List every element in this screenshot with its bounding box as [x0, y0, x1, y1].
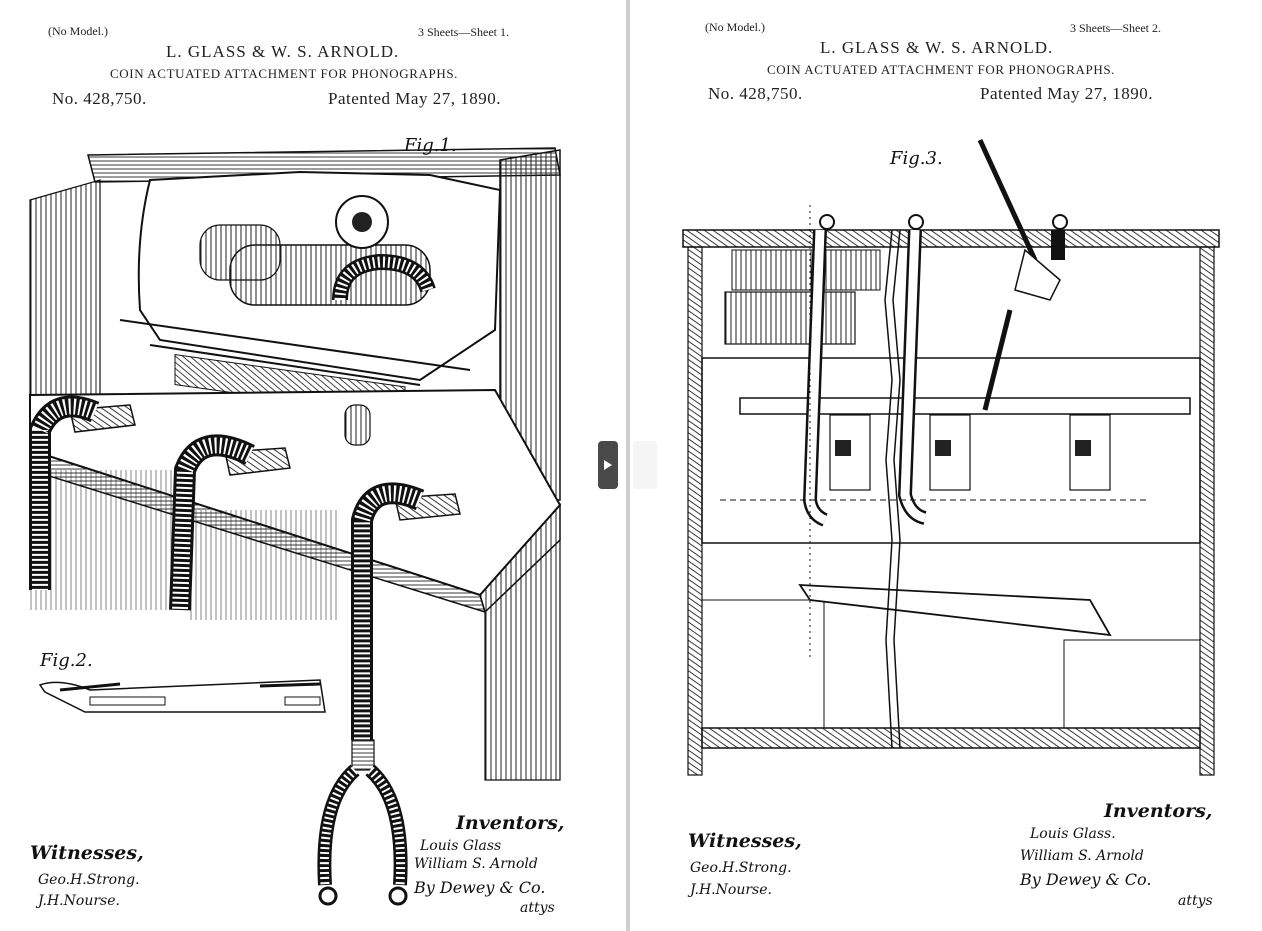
inventors-heading: Inventors,	[456, 812, 565, 834]
patent-date: Patented May 27, 1890.	[328, 89, 501, 108]
witness-signature-2: J.H.Nourse.	[690, 882, 772, 898]
inventor-signature-1: Louis Glass	[420, 838, 502, 854]
inventors-heading: Inventors,	[1104, 800, 1213, 822]
patent-title: COIN ACTUATED ATTACHMENT FOR PHONOGRAPHS…	[110, 66, 458, 81]
patent-date: Patented May 27, 1890.	[980, 84, 1153, 103]
inventor-signature-2: William S. Arnold	[414, 856, 538, 872]
fig1-drawing	[29, 147, 562, 906]
fig1-label: Fig.1.	[404, 135, 457, 156]
sheet-number-label: 3 Sheets—Sheet 1.	[418, 25, 509, 39]
no-model-label: (No Model.)	[705, 20, 765, 34]
patent-sheet-2: (No Model.) 3 Sheets—Sheet 2. L. GLASS &…	[630, 0, 1262, 931]
witnesses-heading: Witnesses,	[30, 842, 144, 864]
patent-number: No. 428,750.	[52, 89, 147, 108]
witness-signature-1: Geo.H.Strong.	[38, 872, 140, 888]
inventor-signature-1: Louis Glass.	[1030, 826, 1116, 842]
attorney-signature: By Dewey & Co.	[1020, 870, 1152, 889]
patent-sheet-1: (No Model.) 3 Sheets—Sheet 1. L. GLASS &…	[0, 0, 626, 931]
fig2-label: Fig.2.	[40, 650, 93, 671]
patent-number: No. 428,750.	[708, 84, 803, 103]
witness-signature-2: J.H.Nourse.	[38, 893, 120, 909]
attorney-suffix: attys	[520, 900, 555, 916]
attorney-signature: By Dewey & Co.	[414, 878, 546, 897]
attorney-suffix: attys	[1178, 893, 1213, 909]
inventor-names-heading: L. GLASS & W. S. ARNOLD.	[166, 42, 400, 61]
patent-title: COIN ACTUATED ATTACHMENT FOR PHONOGRAPHS…	[767, 62, 1115, 77]
play-triangle-icon	[604, 460, 612, 470]
fig3-label: Fig.3.	[890, 148, 943, 169]
no-model-label: (No Model.)	[48, 24, 108, 38]
witnesses-heading: Witnesses,	[688, 830, 802, 852]
witness-signature-1: Geo.H.Strong.	[690, 860, 792, 876]
inventor-signature-2: William S. Arnold	[1020, 848, 1144, 864]
next-page-button[interactable]	[598, 441, 618, 489]
sheet-number-label: 3 Sheets—Sheet 2.	[1070, 21, 1161, 35]
page-divider	[626, 0, 630, 931]
fig3-drawing	[682, 138, 1220, 776]
next-page-hint	[633, 441, 657, 489]
inventor-names-heading: L. GLASS & W. S. ARNOLD.	[820, 38, 1054, 57]
